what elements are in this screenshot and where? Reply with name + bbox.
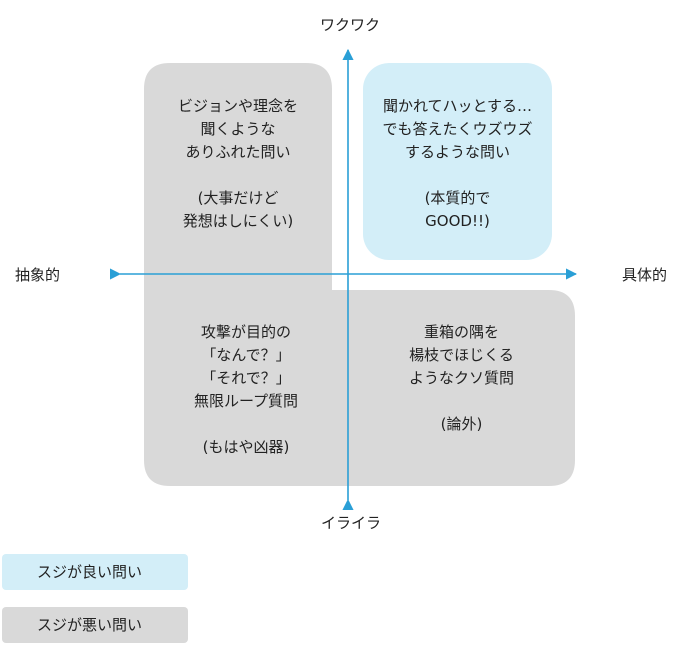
legend-good: スジが良い問い [2,554,188,590]
quadrant-text-top-left: ビジョンや理念を 聞くような ありふれた問い (大事だけど 発想はしにくい) [177,97,298,230]
quadrant-text-bottom-left: 攻撃が目的の 「なんで？」 「それで？」 無限ループ質問 (もはや凶器) [193,323,299,456]
axis-label-left: 抽象的 [15,266,61,284]
axis-label-bottom: イライラ [321,514,382,532]
bad-question-region [144,63,575,486]
axis-label-right: 具体的 [622,266,668,284]
good-question-region [363,63,552,260]
legend-bad: スジが悪い問い [2,607,188,643]
quadrant-text-bottom-right: 重箱の隅を 楊枝でほじくる ようなクソ質問 (論外) [408,323,514,433]
quadrant-text-top-right: 聞かれてハッとする… でも答えたくウズウズ するような問い (本質的で GOOD… [382,97,533,230]
axis-label-top: ワクワク [320,16,381,34]
